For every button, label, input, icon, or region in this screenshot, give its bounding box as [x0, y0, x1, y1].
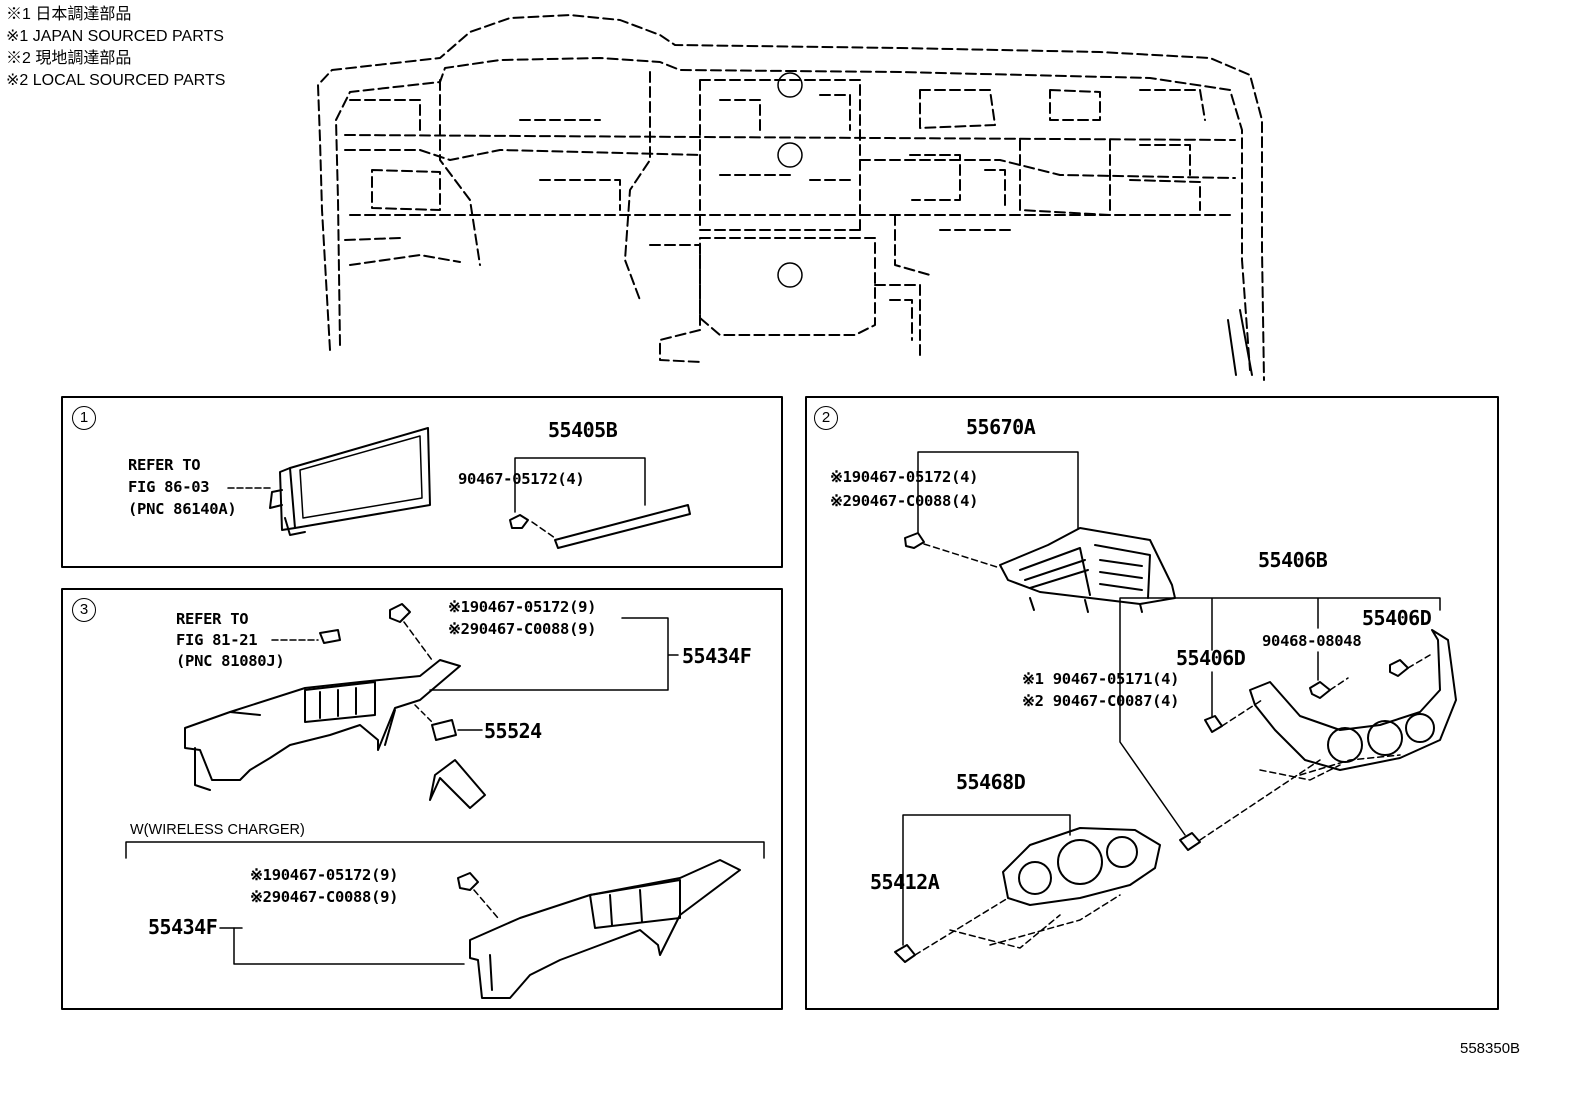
wireless-clip-japan[interactable]: ※190467-05172(9) — [250, 866, 399, 884]
display-unit-drawing — [269, 427, 431, 536]
panel3-clip-japan[interactable]: ※190467-05172(9) — [448, 598, 597, 616]
bracket-55468d — [902, 814, 1071, 946]
part-number-55468d[interactable]: 55468D — [956, 770, 1026, 794]
legend-local-jp: ※2 現地調達部品 — [6, 50, 132, 67]
part-number-55406b[interactable]: 55406B — [1258, 548, 1328, 572]
legend-local-en: ※2 LOCAL SOURCED PARTS — [6, 72, 226, 89]
part-number-55406d-right[interactable]: 55406D — [1362, 606, 1432, 630]
part-number-55412a[interactable]: 55412A — [870, 870, 940, 894]
wireless-clip — [457, 872, 479, 891]
overview-solid-edges — [1227, 309, 1253, 376]
bezel-clip-japan[interactable]: ※1 90467-05171(4) — [1022, 670, 1180, 688]
panel3-fig-label[interactable]: FIG 81-21 — [176, 631, 258, 649]
panel1-fig-label[interactable]: FIG 86-03 — [128, 478, 210, 496]
part-number-55434f[interactable]: 55434F — [682, 644, 752, 668]
console-panel-drawing — [184, 659, 461, 791]
panel-3-marker: 3 — [72, 598, 96, 622]
bracket-55670a — [917, 451, 1079, 533]
panel3-pnc-label: (PNC 81080J) — [176, 652, 285, 670]
gauge-cluster-bezel-drawing — [1002, 827, 1161, 906]
bracket-55406b — [1119, 597, 1441, 836]
climate-bezel-drawing — [1249, 629, 1457, 771]
clip-number-90467-05172[interactable]: 90467-05172(4) — [458, 470, 585, 488]
wireless-bracket — [125, 841, 765, 859]
wireless-console-drawing — [469, 859, 741, 999]
bezel-clip-local[interactable]: ※2 90467-C0087(4) — [1022, 692, 1180, 710]
air-vent-register-drawing — [999, 527, 1176, 613]
view-arrow — [429, 759, 486, 809]
bracket-wireless — [233, 927, 465, 965]
panel-3-border — [61, 588, 783, 1010]
panel-1-marker: 1 — [72, 406, 96, 430]
wireless-clip-local[interactable]: ※290467-C0088(9) — [250, 888, 399, 906]
panel3-clip-local[interactable]: ※290467-C0088(9) — [448, 620, 597, 638]
panel-1-border — [61, 396, 783, 568]
part-number-55524[interactable]: 55524 — [484, 719, 542, 743]
bracket-55405b — [514, 457, 646, 513]
legend-japan-en: ※1 JAPAN SOURCED PARTS — [6, 28, 224, 45]
part-number-55405b[interactable]: 55405B — [548, 418, 618, 442]
legend-japan-jp: ※1 日本調達部品 — [6, 6, 132, 23]
panel1-refer-label: REFER TO — [128, 456, 201, 474]
panel2-clips — [1179, 659, 1409, 851]
vent-clip — [904, 532, 925, 549]
panel1-pnc-label: (PNC 86140A) — [128, 500, 237, 518]
trim-strip-drawing — [509, 504, 691, 549]
bracket-55434f — [429, 617, 679, 691]
panel3-clip-drawing — [319, 603, 457, 741]
wireless-part-number-55434f[interactable]: 55434F — [148, 915, 218, 939]
panel-2-border — [805, 396, 1499, 1010]
diagram-code: 558350B — [1460, 1040, 1521, 1057]
clip-number-90468-08048[interactable]: 90468-08048 — [1262, 632, 1362, 650]
cluster-dashed-links — [914, 894, 1121, 956]
part-number-55670a[interactable]: 55670A — [966, 415, 1036, 439]
dashboard-overview-drawing — [317, 14, 1265, 381]
overview-callout-circles — [777, 72, 803, 288]
vent-clip-local[interactable]: ※290467-C0088(4) — [830, 492, 979, 510]
panel-2-marker: 2 — [814, 406, 838, 430]
cluster-clip — [894, 944, 916, 963]
panel2-dashed-links — [1199, 654, 1431, 841]
wireless-charger-caption: W(WIRELESS CHARGER) — [130, 822, 305, 838]
vent-clip-japan[interactable]: ※190467-05172(4) — [830, 468, 979, 486]
panel3-refer-label: REFER TO — [176, 610, 249, 628]
part-number-55406d-left[interactable]: 55406D — [1176, 646, 1246, 670]
